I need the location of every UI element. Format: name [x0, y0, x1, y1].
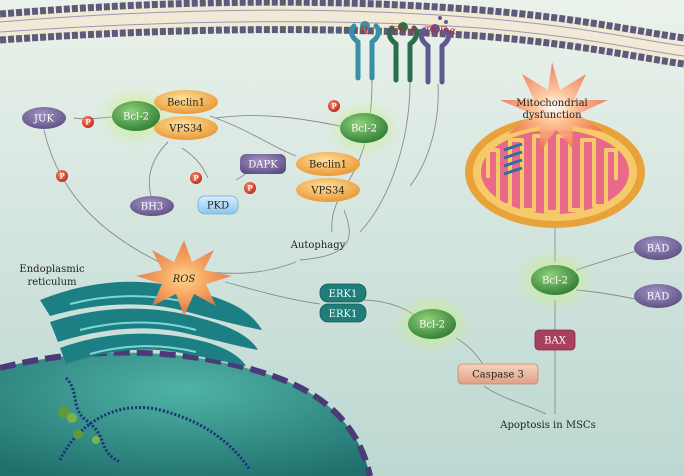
erk1-top-label: ERK1 [329, 289, 358, 300]
phospho-marker-1-label: P [85, 118, 91, 127]
ros-label: ROS [172, 274, 196, 285]
bad-bottom-node [634, 284, 682, 308]
bad-top-node [634, 236, 682, 260]
bcl2-right-node [531, 265, 579, 295]
tnf-alpha-label: TNF-α [424, 26, 456, 37]
ros-burst [136, 240, 232, 316]
bad-bottom-label: BAD [647, 292, 670, 303]
cell-membrane [0, 0, 684, 68]
phospho-marker-2: P [328, 100, 340, 112]
bcl2-center-label: Bcl-2 [419, 320, 445, 331]
phospho-marker-1: P [82, 116, 94, 128]
receptor-tnf [418, 16, 452, 85]
erk1-bottom-node [319, 303, 367, 323]
bax-label: BAX [544, 336, 567, 347]
bcl2-right-label: Bcl-2 [542, 276, 568, 287]
beclin1-top-label: Beclin1 [167, 98, 205, 109]
bh3-node [130, 196, 174, 216]
dapk-node [240, 154, 286, 174]
mitochondrion [465, 116, 645, 228]
bad-top-label: BAD [647, 244, 670, 255]
pkd-label: PKD [207, 201, 229, 212]
caspase3-node [457, 363, 539, 385]
mito-label-line2: dysfunction [522, 110, 582, 121]
bax-node [534, 329, 576, 351]
phospho-marker-2-label: P [331, 102, 337, 111]
apoptosis-label: Apoptosis in MSCs [499, 420, 595, 431]
beclin1-mid-node [296, 152, 360, 176]
er-label-line2: reticulum [27, 277, 77, 288]
vps34-top-label: VPS34 [168, 124, 203, 135]
ifn-beta-label: IFN-β [387, 26, 417, 37]
vps34-mid-label: VPS34 [310, 186, 345, 197]
phospho-marker-5-label: P [247, 184, 253, 193]
phospho-marker-3-label: P [59, 172, 65, 181]
il-label: IL [361, 26, 372, 37]
dapk-label: DAPK [248, 160, 278, 171]
bcl2-left-node [112, 101, 160, 131]
juk-label: JUK [33, 114, 54, 125]
erk1-top-node [319, 283, 367, 303]
bcl2-center-node [408, 309, 456, 339]
er-label-line1: Endoplasmic [19, 264, 85, 275]
phospho-marker-4: P [190, 172, 202, 184]
bh3-label: BH3 [141, 202, 163, 213]
phospho-marker-4-label: P [193, 174, 199, 183]
caspase3-label: Caspase 3 [472, 370, 524, 381]
mito-label-line1: Mitochondrial [516, 98, 588, 109]
mitochondrial-burst [500, 62, 608, 152]
vps34-top-node [154, 116, 218, 140]
vps34-mid-node [296, 178, 360, 202]
pkd-node [197, 195, 239, 215]
connector-lines [43, 79, 641, 415]
beclin1-top-node [154, 90, 218, 114]
bcl2-top-right-node [340, 113, 388, 143]
endoplasmic-reticulum [40, 281, 262, 366]
phospho-marker-3: P [56, 170, 68, 182]
juk-node [22, 107, 66, 129]
bcl2-left-label: Bcl-2 [123, 112, 149, 123]
receptor-il [348, 21, 382, 81]
phospho-marker-5: P [244, 182, 256, 194]
beclin1-mid-label: Beclin1 [309, 160, 347, 171]
autophagy-label: Autophagy [290, 240, 346, 251]
receptor-ifn [386, 22, 420, 83]
erk1-bottom-label: ERK1 [329, 309, 358, 320]
bcl2-top-right-label: Bcl-2 [351, 124, 377, 135]
